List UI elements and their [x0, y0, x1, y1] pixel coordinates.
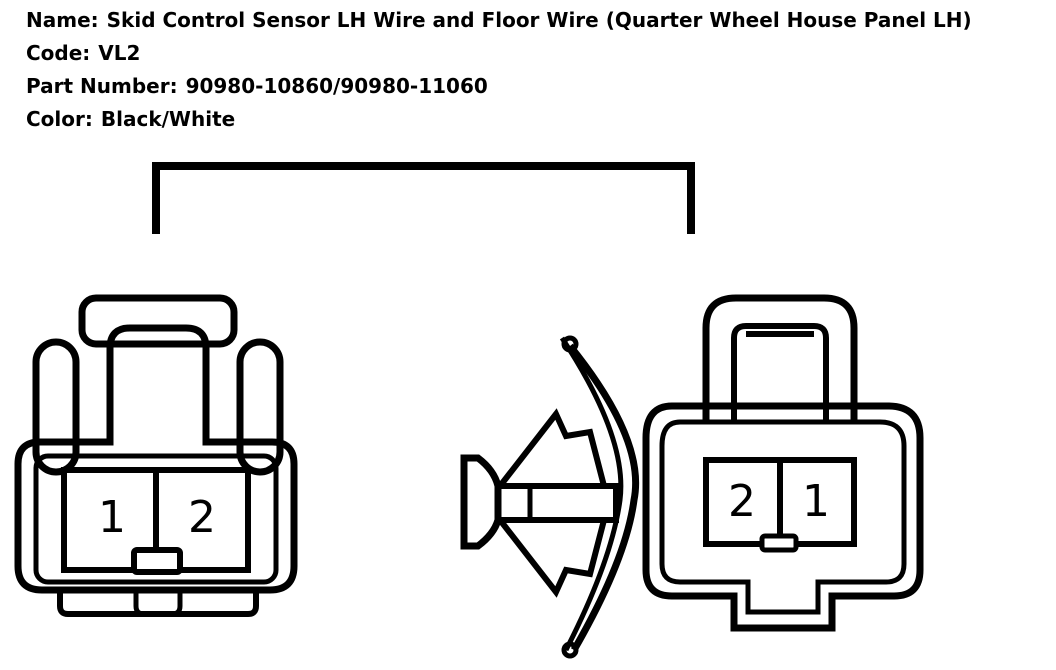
left-key — [131, 547, 183, 575]
part-number-label: Part Number: — [26, 74, 178, 98]
code-label: Code: — [26, 41, 91, 65]
right-key — [759, 533, 799, 553]
left-side-rib-left — [32, 338, 80, 476]
left-connector — [14, 294, 298, 617]
left-latch-tab — [78, 294, 238, 348]
left-bottom-foot — [57, 590, 259, 617]
color-label: Color: — [26, 107, 93, 131]
left-pin-1: 1 — [98, 492, 126, 543]
left-inner-frame — [33, 453, 279, 585]
clip-barb-bottom — [497, 518, 607, 598]
right-pin-2: 2 — [728, 476, 756, 527]
color-value: Black/White — [100, 107, 236, 131]
left-side-rib-right — [236, 338, 284, 476]
mating-bracket — [152, 162, 695, 234]
left-body — [14, 324, 298, 594]
clip-spring-arm — [567, 343, 640, 652]
clip-spring-arm-outer — [559, 336, 624, 652]
right-lock-housing — [702, 294, 858, 420]
color-row: Color: Black/White — [26, 103, 972, 136]
code-value: VL2 — [98, 41, 141, 65]
name-value: Skid Control Sensor LH Wire and Floor Wi… — [106, 8, 972, 32]
mounting-clip — [460, 335, 640, 659]
right-connector — [642, 294, 924, 632]
right-inner-frame — [659, 419, 907, 615]
right-pin-1: 1 — [802, 476, 830, 527]
part-number-row: Part Number: 90980-10860/90980-11060 — [26, 70, 972, 103]
left-pin-2: 2 — [188, 492, 216, 543]
right-outer-body — [642, 402, 924, 632]
name-row: Name: Skid Control Sensor LH Wire and Flo… — [26, 4, 972, 37]
left-bottom-notch — [133, 590, 183, 617]
code-row: Code: VL2 — [26, 37, 972, 70]
clip-shaft — [495, 483, 619, 523]
clip-head — [460, 454, 502, 550]
clip-arm-tip-top — [561, 335, 579, 353]
right-lock-tab — [731, 323, 829, 424]
connector-info: Name: Skid Control Sensor LH Wire and Flo… — [26, 4, 972, 136]
part-number-value: 90980-10860/90980-11060 — [185, 74, 488, 98]
clip-barb-top — [497, 408, 607, 488]
clip-arm-tip-bottom — [561, 641, 579, 659]
name-label: Name: — [26, 8, 99, 32]
